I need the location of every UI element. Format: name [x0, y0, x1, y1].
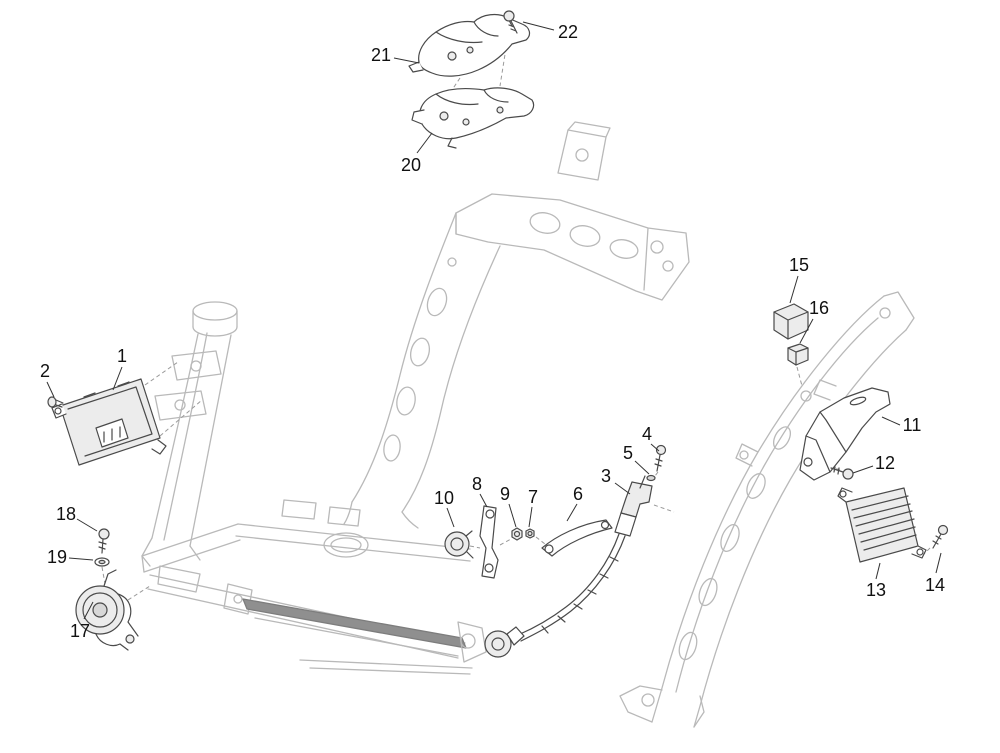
leader-line-15	[789, 275, 799, 304]
leader-line-1	[112, 366, 123, 391]
part-10-grommet	[444, 530, 474, 559]
part-9-nut	[511, 527, 523, 541]
part-18-screw	[98, 528, 110, 554]
part-5-washer	[646, 474, 656, 482]
leader-line-17	[83, 601, 94, 620]
leader-line-9	[508, 503, 517, 528]
scooter-frame	[141, 121, 915, 728]
part-16-relay-small	[787, 343, 809, 366]
part-3-speed-sensor	[484, 475, 653, 658]
leader-line-8	[479, 493, 488, 508]
leader-line-16	[799, 318, 814, 344]
leader-line-11	[881, 416, 901, 426]
part-4-screw	[654, 444, 667, 472]
part-19-washer	[94, 557, 110, 567]
leader-line-4	[650, 443, 660, 452]
part-6-strap-bracket	[541, 519, 613, 557]
callout-leader-lines	[46, 21, 942, 620]
frame-downtube	[343, 212, 501, 529]
part-20-handlebar-cover-lower	[411, 87, 535, 149]
leader-line-13	[875, 562, 881, 580]
parts-layer	[47, 10, 949, 658]
leader-line-18	[76, 518, 98, 532]
leader-line-20	[416, 132, 433, 154]
part-11-mount-bracket	[799, 387, 891, 481]
frame-floor	[141, 499, 487, 675]
part-22-screw	[503, 10, 518, 34]
leader-line-6	[566, 503, 578, 522]
leader-line-7	[528, 506, 533, 528]
leader-line-5	[634, 460, 650, 475]
leader-line-14	[935, 552, 942, 574]
leader-line-19	[68, 557, 94, 561]
leader-line-22	[522, 21, 555, 31]
part-8-bracket	[479, 505, 499, 579]
part-7-nut	[525, 528, 535, 539]
part-2-screw	[47, 396, 64, 408]
part-21-handlebar-cover-upper	[408, 13, 531, 77]
leader-line-2	[46, 381, 55, 398]
leader-line-21	[393, 57, 420, 64]
part-1-ecu	[51, 378, 167, 466]
part-15-relay	[773, 303, 809, 340]
part-14-screw	[932, 524, 949, 549]
frame-rear-arm	[619, 291, 915, 728]
part-13-voltage-regulator	[837, 487, 927, 563]
part-12-screw	[830, 466, 854, 480]
leader-line-12	[852, 465, 874, 474]
leader-line-3	[614, 482, 631, 495]
frame-headstock-beam	[455, 121, 690, 301]
leader-line-10	[446, 507, 455, 528]
part-17-horn	[75, 569, 139, 651]
